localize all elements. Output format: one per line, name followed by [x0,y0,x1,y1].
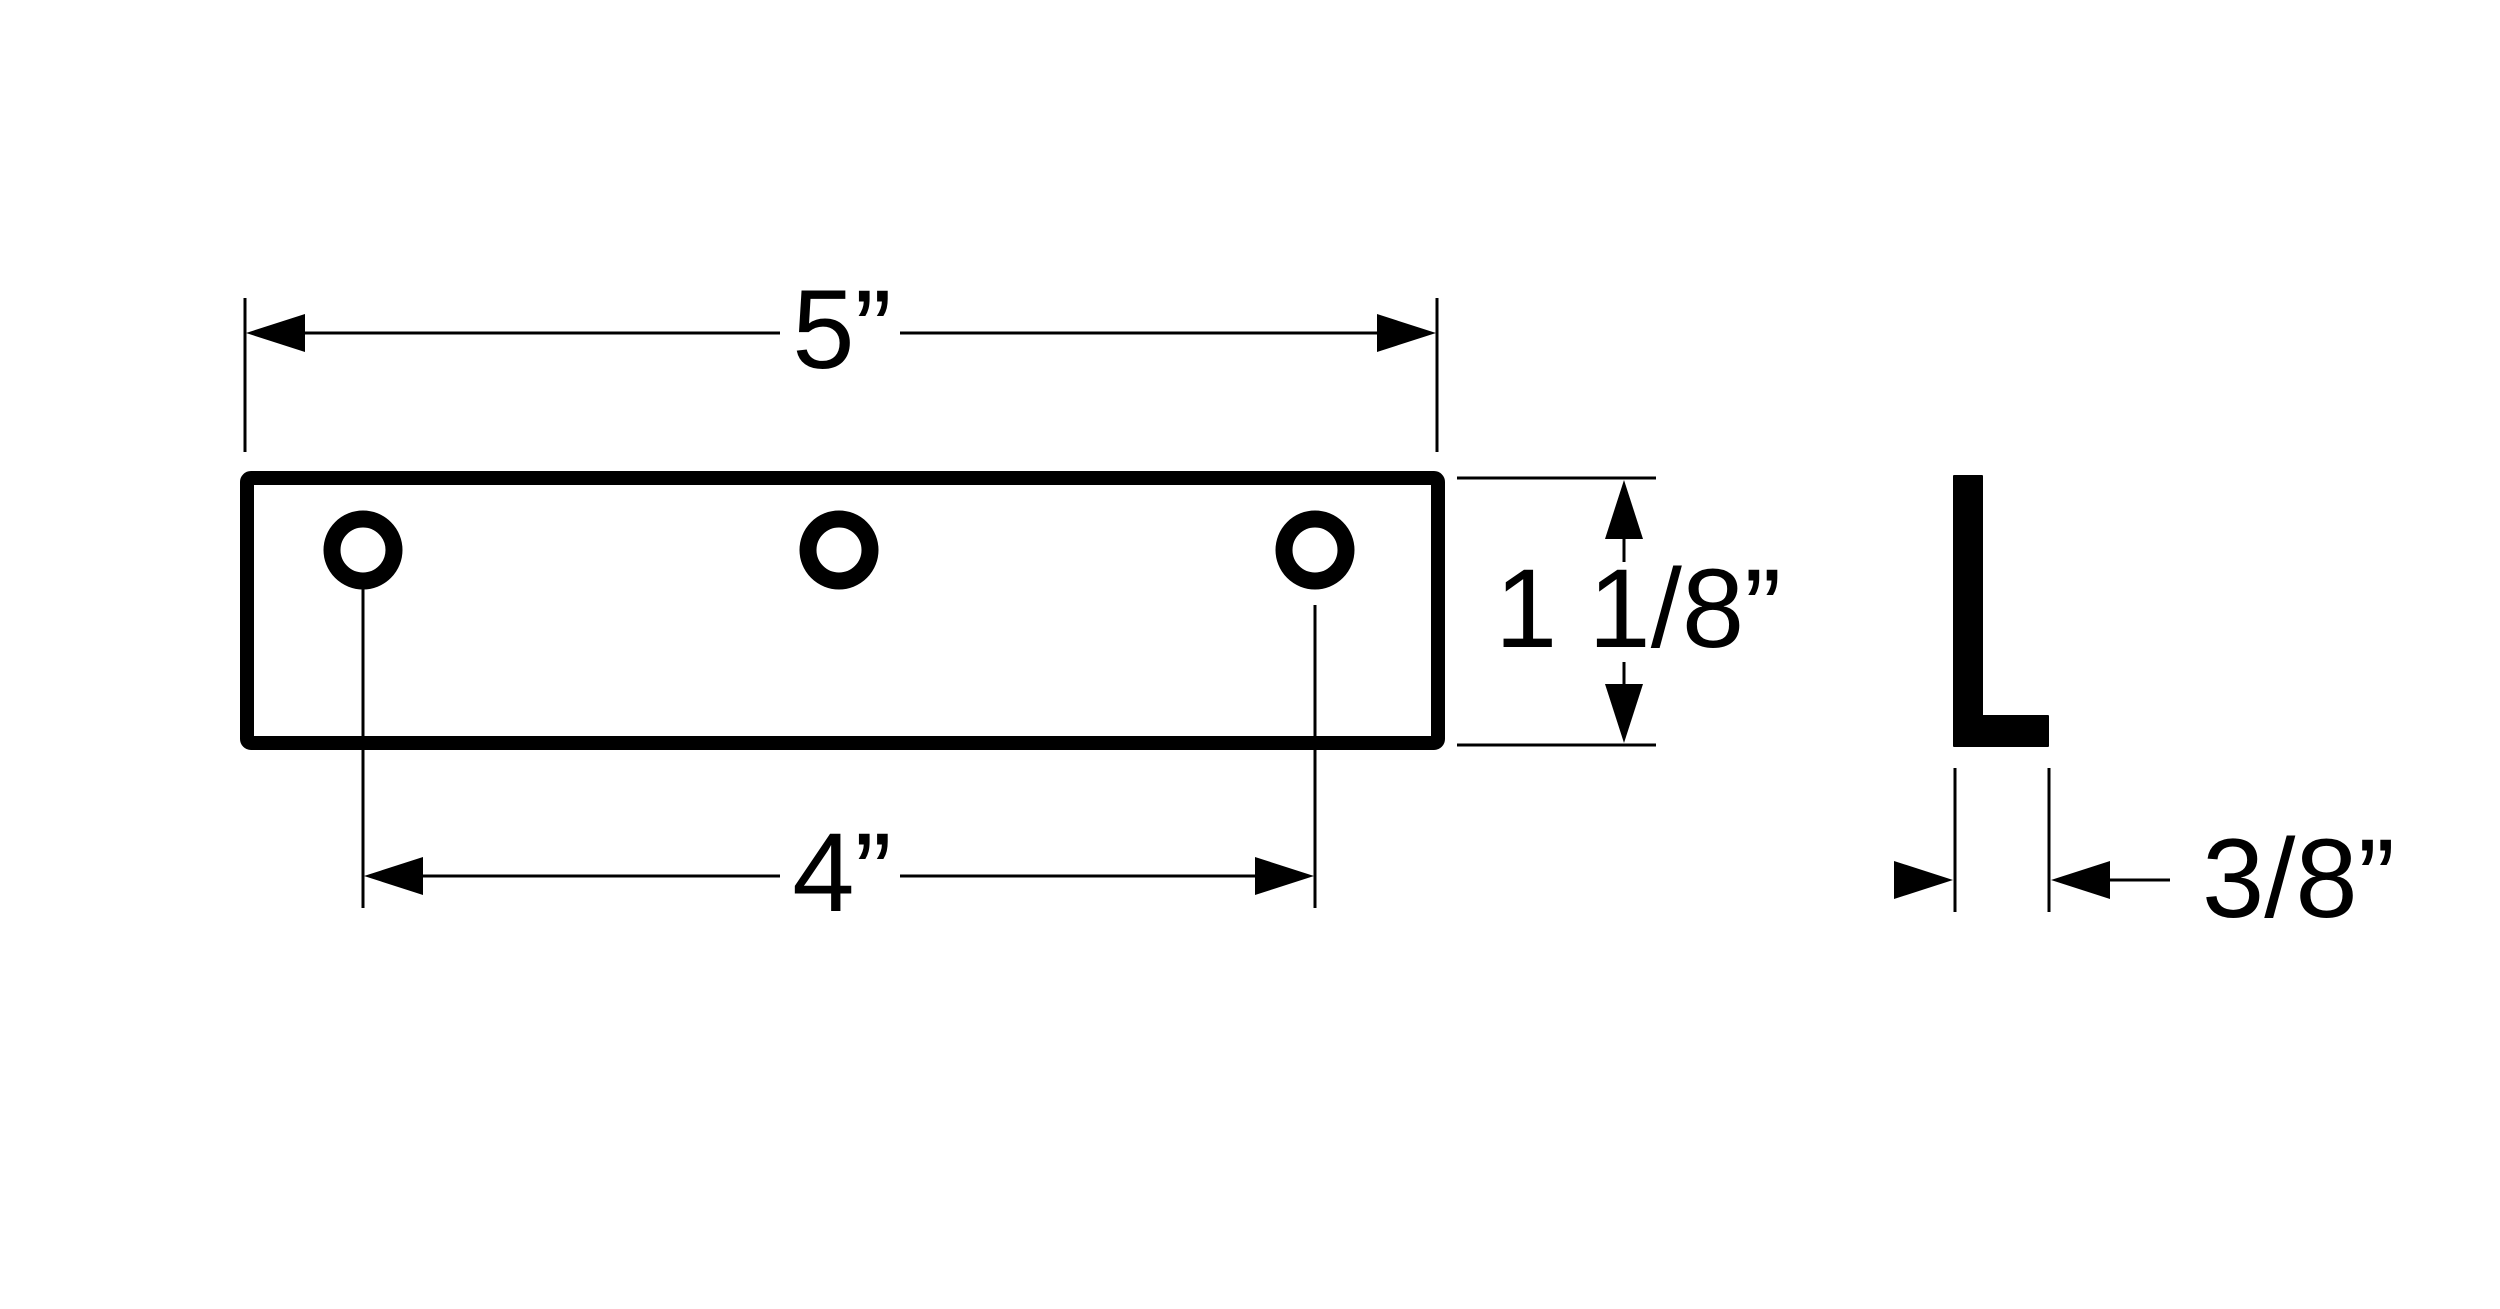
plate-outline [240,471,1445,750]
mounting-hole-right [1275,510,1355,590]
overall-length-dimension: 5” [243,267,1439,452]
arrowhead-left-pointing-right [1894,861,1953,899]
arrowhead-left [364,857,423,895]
height-label: 1 1/8” [1495,546,1781,671]
hole-spacing-dimension: 4” [361,588,1317,935]
arrowhead-left [246,314,305,352]
mounting-hole-center [799,510,879,590]
overall-length-label: 5” [792,267,892,392]
arrowhead-right [1255,857,1314,895]
mounting-hole-left [323,510,403,590]
hole-spacing-label: 4” [792,810,892,935]
arrowhead-down [1605,684,1643,743]
thickness-dimension: 3/8” [1894,768,2395,941]
angle-side-profile [1953,475,2049,747]
plate-front-view [240,471,1445,750]
arrowhead-right [1377,314,1436,352]
thickness-label: 3/8” [2202,816,2395,941]
height-dimension: 1 1/8” [1457,476,1781,747]
arrowhead-right-pointing-left [2051,861,2110,899]
mounting-holes [323,510,1355,590]
arrowhead-up [1605,480,1643,539]
angle-profile-shape [1953,475,2049,747]
